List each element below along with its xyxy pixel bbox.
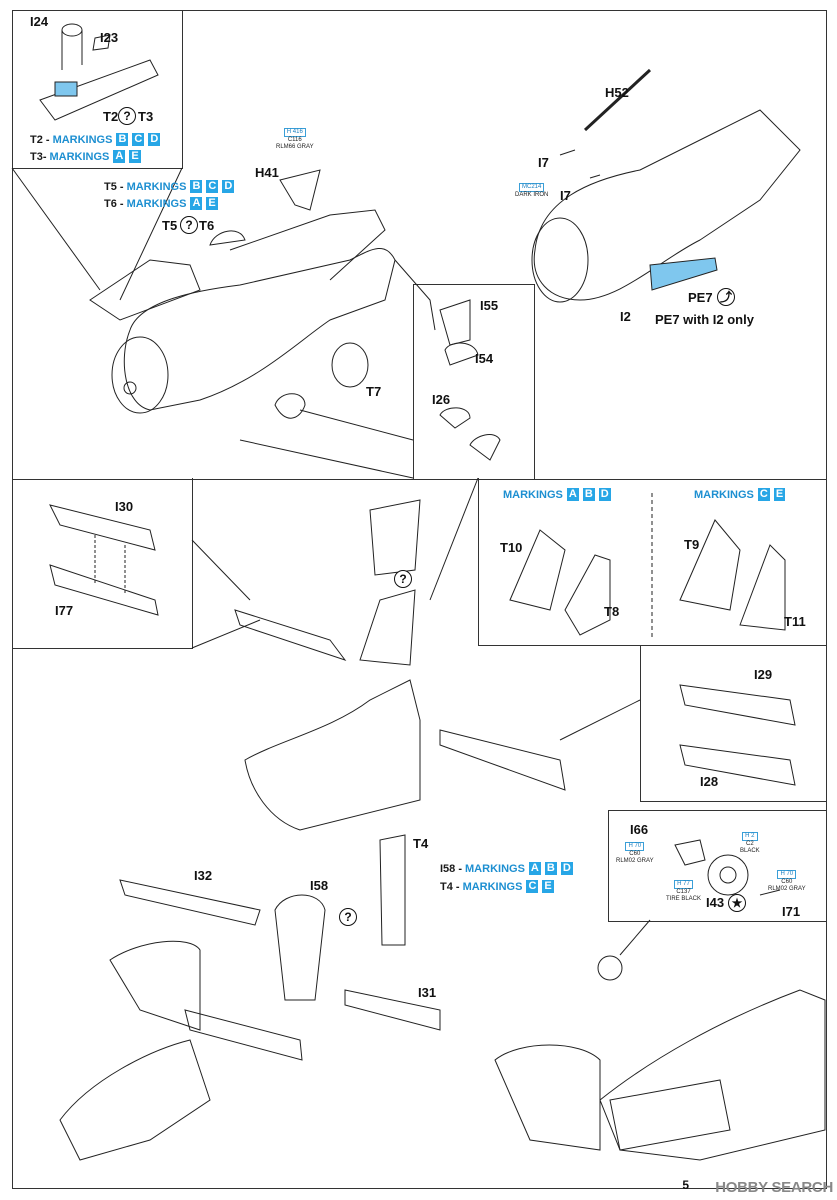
watermark: HOBBY SEARCH [715,1179,833,1196]
label-I23: I23 [100,30,119,45]
star-icon: ★ [728,894,746,912]
label-T6: T6 [199,218,215,233]
label-T5: T5 [162,218,178,233]
label-T9: T9 [684,537,700,552]
label-T7: T7 [366,384,382,399]
page-number: 5 [682,1178,689,1192]
label-I28: I28 [700,774,719,789]
bottom-section-frame [12,478,827,1189]
inset-cowl-frame [413,284,535,479]
label-H41: H41 [255,165,279,180]
label-I55: I55 [480,298,499,313]
label-I2: I2 [620,309,631,324]
label-I32: I32 [194,868,213,883]
label-T4: T4 [413,836,429,851]
label-I24: I24 [30,14,49,29]
inset-stabilizer-frame [12,478,193,649]
label-I66: I66 [630,822,649,837]
question-icon: ? [339,908,357,926]
inset-tailwheel-frame [608,810,826,922]
label-T3: T3 [138,109,154,124]
inset-exhaust-frame [12,10,183,169]
label-T2: T2 [103,109,119,124]
label-T11: T11 [784,614,806,629]
label-I54: I54 [475,351,494,366]
top-section-frame [12,10,827,480]
label-I7-upper: I7 [538,155,549,170]
label-I31: I31 [418,985,437,1000]
optional-choice-icon: ? [118,107,136,125]
label-PE7-note: PE7 with I2 only [655,312,754,327]
label-I43: I43 [706,895,725,910]
label-T10: T10 [500,540,523,555]
label-I26: I26 [432,392,451,407]
label-I7-lower: I7 [560,188,571,203]
label-T8: T8 [604,604,620,619]
label-I29: I29 [754,667,773,682]
optional-choice-icon: ? [180,216,198,234]
label-I77: I77 [55,603,74,618]
question-icon: ? [394,570,412,588]
label-H52: H52 [605,85,629,100]
label-I58: I58 [310,878,329,893]
label-I71: I71 [782,904,801,919]
fold-icon: ⤴ [717,288,735,306]
label-PE7: PE7 [688,290,713,305]
inset-elevator-frame [640,645,826,802]
label-I30: I30 [115,499,134,514]
